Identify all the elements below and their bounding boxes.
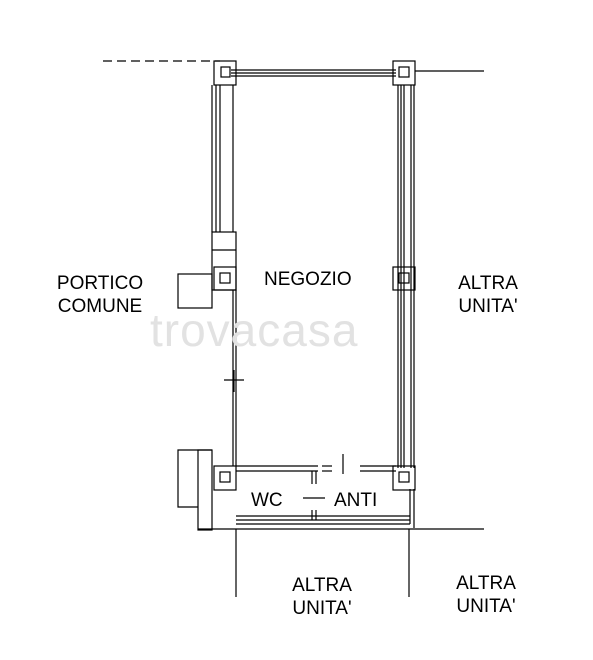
column-top-right	[392, 60, 416, 86]
left-entry-blocks	[177, 231, 237, 531]
watermark: trovacasa	[150, 304, 359, 356]
label-altra-bottom-right-line1: ALTRA	[456, 573, 516, 594]
left-wall	[211, 85, 237, 466]
column-bottom-left	[213, 465, 237, 491]
label-altra-right-line2: UNITA'	[458, 296, 518, 317]
room-label-negozio: NEGOZIO	[264, 269, 352, 290]
label-portico-line2: COMUNE	[57, 296, 143, 317]
label-altra-unita-bottom-mid: ALTRA UNITA'	[274, 574, 370, 620]
label-altra-bottom-mid-line2: UNITA'	[292, 598, 352, 619]
column-bottom-right	[392, 465, 416, 491]
room-label-wc: WC	[251, 490, 283, 511]
label-portico-comune: PORTICO COMUNE	[40, 272, 160, 318]
room-label-anti: ANTI	[334, 490, 378, 511]
column-mid-left	[213, 266, 237, 291]
right-wall	[397, 85, 415, 468]
label-altra-bottom-mid-line1: ALTRA	[292, 575, 352, 596]
label-altra-unita-right: ALTRA UNITA'	[440, 272, 536, 318]
wc-partition	[236, 454, 396, 520]
bottom-wall	[236, 489, 415, 528]
label-altra-right-line1: ALTRA	[458, 273, 518, 294]
top-wall	[231, 69, 396, 77]
label-portico-line1: PORTICO	[56, 273, 144, 294]
label-altra-unita-bottom-right: ALTRA UNITA'	[438, 572, 534, 618]
label-altra-bottom-right-line2: UNITA'	[456, 596, 516, 617]
column-mid-right	[392, 266, 416, 291]
column-top-left	[213, 60, 237, 86]
